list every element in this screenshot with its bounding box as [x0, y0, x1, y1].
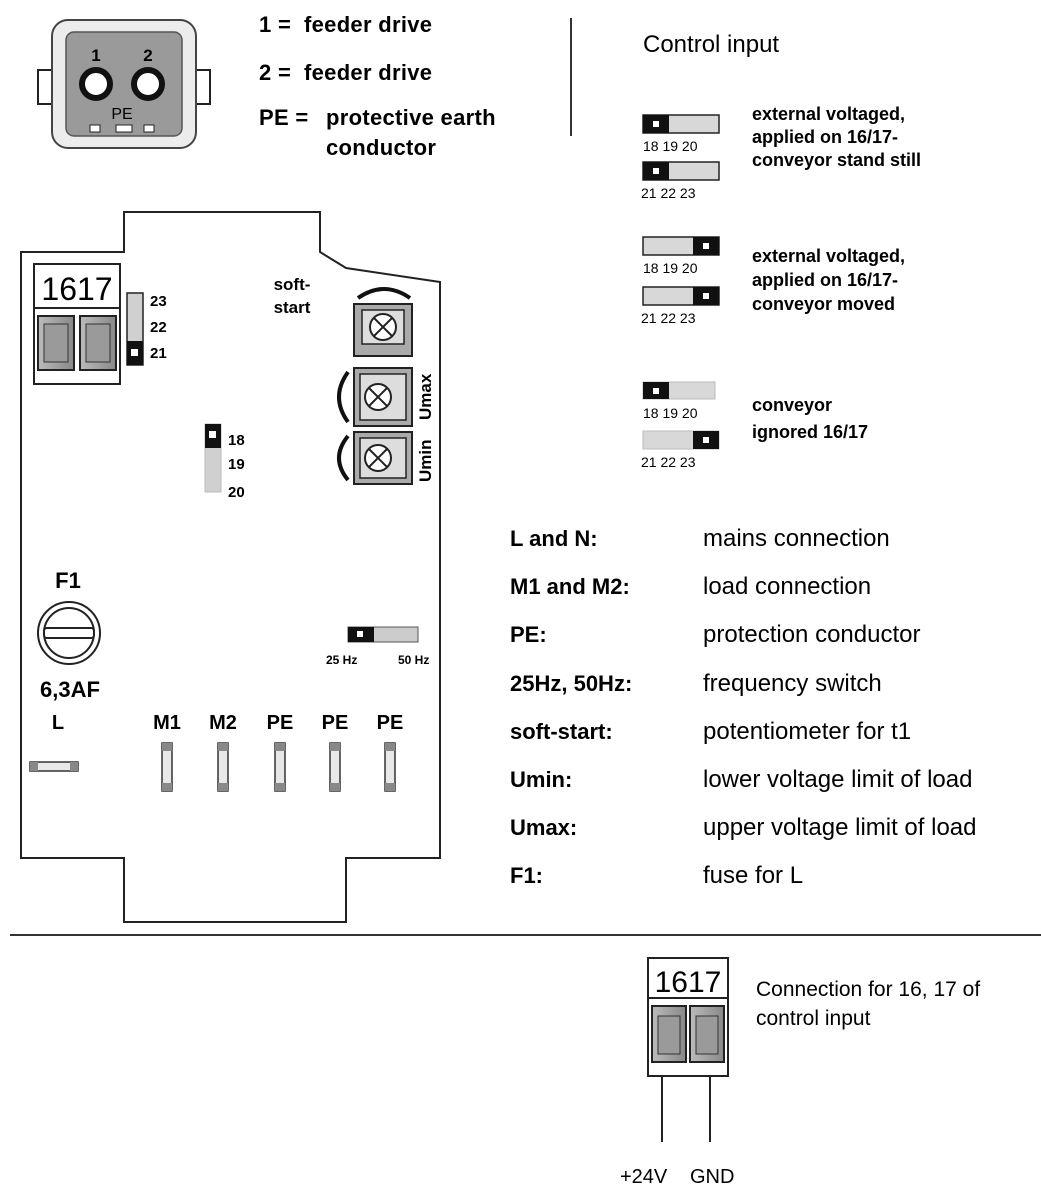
- connector-legend-key-2: 2 =: [259, 60, 291, 85]
- legend-value: lower voltage limit of load: [703, 766, 972, 793]
- jumper-config-1: 18 19 20 21 22 23 external voltaged, app…: [641, 104, 921, 201]
- legend-key: 25Hz, 50Hz:: [510, 671, 632, 696]
- config-2-line-1: external voltaged,: [752, 246, 905, 266]
- umin-label: Umin: [416, 440, 435, 483]
- fuse-f1: F1 6,3AF: [37, 568, 101, 702]
- softstart-potentiometer: [353, 287, 413, 357]
- terminal-label-pe-3: PE: [377, 712, 404, 734]
- connector-legend: 1 = feeder drive 2 = feeder drive PE = p…: [259, 12, 496, 160]
- legend-value: protection conductor: [703, 621, 920, 648]
- umax-potentiometer: Umax: [337, 367, 435, 427]
- legend-key: PE:: [510, 622, 547, 647]
- jumper-18-20: 18 19 20: [204, 423, 245, 501]
- connector-legend-text-3b: conductor: [326, 135, 436, 160]
- terminal-label: 1617: [41, 271, 112, 307]
- connector-legend-key-1: 1 =: [259, 12, 291, 37]
- jumper-label-18: 18: [228, 432, 245, 449]
- legend-key: soft-start:: [510, 719, 613, 744]
- pin-2-socket: [131, 67, 165, 101]
- legend-value: upper voltage limit of load: [703, 814, 977, 841]
- jumper-label-22: 22: [150, 319, 167, 336]
- ticks-18-20: 18 19 20: [643, 405, 698, 421]
- legend-value: mains connection: [703, 525, 890, 552]
- pe-label: PE: [111, 106, 132, 123]
- bottom-terminal-label: 1617: [655, 966, 722, 999]
- softstart-label-2: start: [274, 298, 311, 317]
- jumper-21-23: 23 22 21: [126, 292, 167, 366]
- freq-50-label: 50 Hz: [398, 653, 429, 667]
- pin-1-socket: [79, 67, 113, 101]
- connector-legend-text-3: protective earth: [326, 105, 496, 130]
- terminal-block-1617: 1617: [33, 263, 121, 385]
- config-2-line-3: conveyor moved: [752, 294, 895, 314]
- jumper-config-3: 18 19 20 21 22 23 conveyor ignored 16/17: [641, 381, 868, 470]
- control-input-title: Control input: [643, 31, 779, 58]
- legend-key: M1 and M2:: [510, 574, 630, 599]
- legend-value: fuse for L: [703, 862, 803, 889]
- ticks-18-20: 18 19 20: [643, 260, 698, 276]
- ticks-21-23: 21 22 23: [641, 454, 696, 470]
- connector-legend-key-3: PE =: [259, 105, 309, 130]
- config-3-line-1: conveyor: [752, 395, 832, 415]
- config-2-line-2: applied on 16/17-: [752, 270, 898, 290]
- fuse-rating: 6,3AF: [40, 677, 100, 702]
- pin-2-label: 2: [143, 46, 152, 65]
- ticks-21-23: 21 22 23: [641, 185, 696, 201]
- fuse-name: F1: [55, 568, 81, 593]
- jumper-label-19: 19: [228, 456, 245, 473]
- frequency-switch: 25 Hz 50 Hz: [326, 626, 429, 667]
- legend-table: L and N: mains connection M1 and M2: loa…: [510, 525, 977, 889]
- legend-key: Umax:: [510, 815, 577, 840]
- ticks-21-23: 21 22 23: [641, 310, 696, 326]
- config-1-line-1: external voltaged,: [752, 104, 905, 124]
- legend-key: Umin:: [510, 767, 572, 792]
- terminal-label-pe-1: PE: [267, 712, 294, 734]
- jumper-label-21: 21: [150, 345, 167, 362]
- config-1-line-3: conveyor stand still: [752, 150, 921, 170]
- softstart-label-1: soft-: [274, 275, 311, 294]
- bottom-terminal-block: 1617: [647, 957, 729, 1142]
- config-3-line-2: ignored 16/17: [752, 422, 868, 442]
- terminal-label-pe-2: PE: [322, 712, 349, 734]
- legend-value: frequency switch: [703, 670, 882, 697]
- terminal-label-m2: M2: [209, 712, 237, 734]
- jumper-label-23: 23: [150, 293, 167, 310]
- pin-1-label: 1: [91, 46, 100, 65]
- umax-label: Umax: [416, 373, 435, 420]
- legend-key: F1:: [510, 863, 543, 888]
- umin-potentiometer: Umin: [337, 431, 435, 485]
- jumper-config-2: 18 19 20 21 22 23 external voltaged, app…: [641, 236, 905, 326]
- legend-value: load connection: [703, 573, 871, 600]
- freq-25-label: 25 Hz: [326, 653, 357, 667]
- jumper-label-20: 20: [228, 484, 245, 501]
- bottom-desc-line-2: control input: [756, 1007, 871, 1030]
- config-1-line-2: applied on 16/17-: [752, 127, 898, 147]
- terminal-label-l: L: [52, 712, 64, 734]
- legend-value: potentiometer for t1: [703, 718, 911, 745]
- legend-key: L and N:: [510, 526, 598, 551]
- label-24v: +24V: [620, 1166, 668, 1186]
- label-gnd: GND: [690, 1166, 734, 1186]
- terminal-label-m1: M1: [153, 712, 181, 734]
- connector-legend-text-2: feeder drive: [304, 60, 432, 85]
- bottom-desc-line-1: Connection for 16, 17 of: [756, 978, 980, 1001]
- ticks-18-20: 18 19 20: [643, 138, 698, 154]
- output-terminals: L M1 M2 PE PE PE: [29, 712, 404, 792]
- connector-legend-text-1: feeder drive: [304, 12, 432, 37]
- connector-symbol: 1 2 PE: [37, 19, 211, 149]
